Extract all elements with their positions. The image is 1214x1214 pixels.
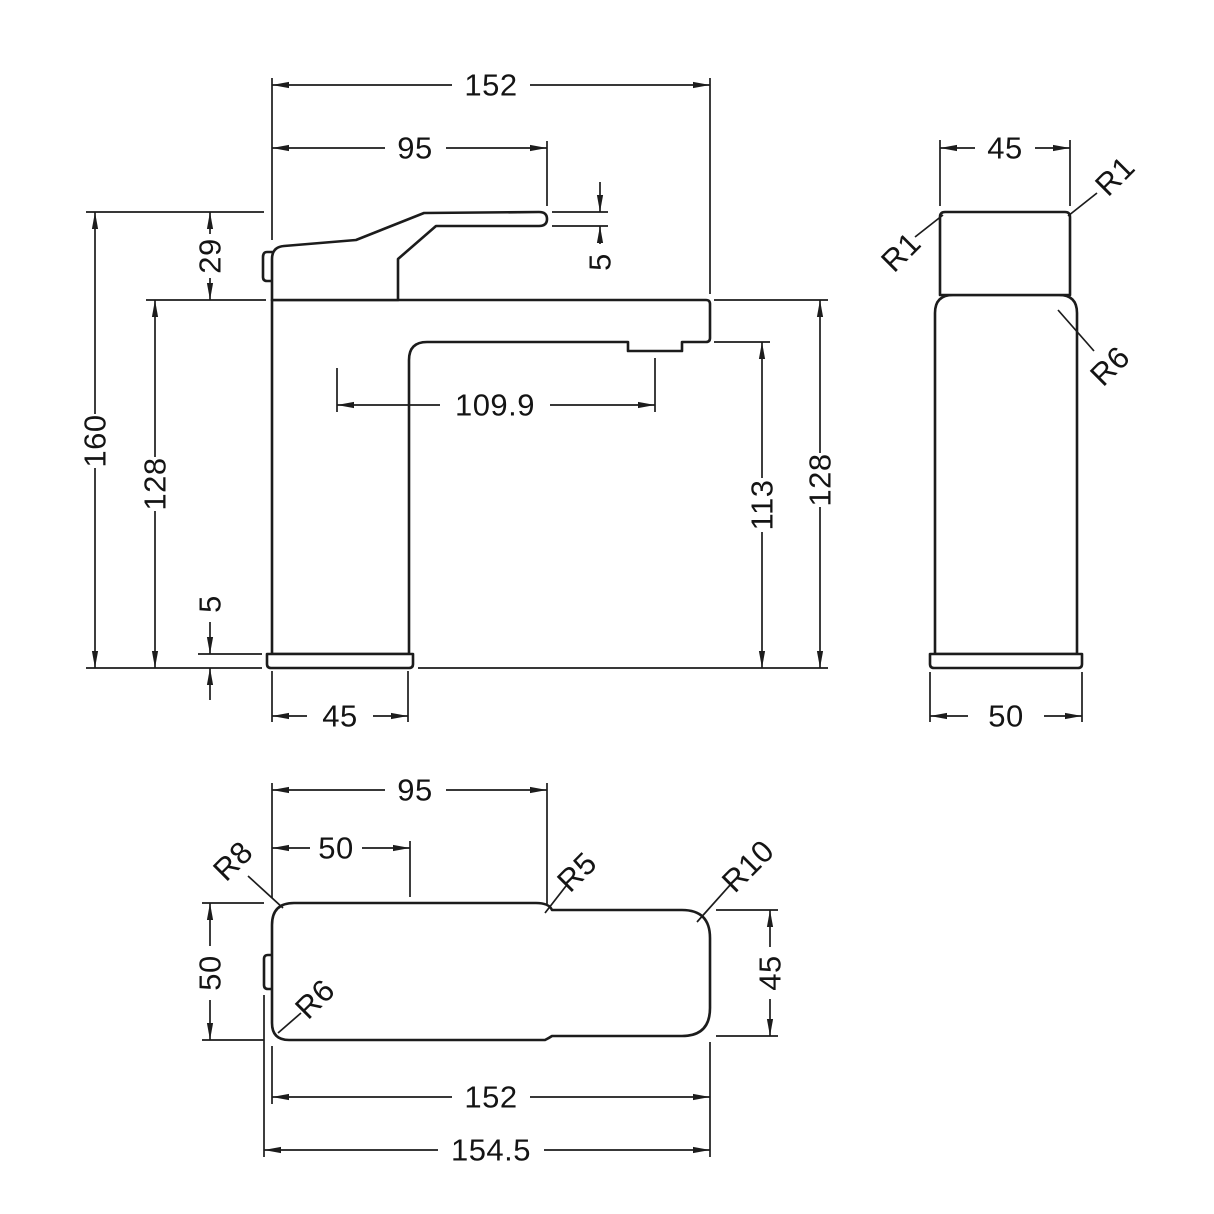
side-outline [928,210,1084,670]
dim-front-spout-reach: 109.9 [455,388,535,423]
side-handle-block [938,210,1072,297]
leader-line [544,885,567,914]
dim-front-handle-height: 29 [193,238,228,273]
front-base-plate [265,652,415,670]
dim-side-top-width: 45 [987,131,1022,166]
front-body-and-spout [270,298,712,656]
dim-plan-body-length: 152 [464,1080,517,1115]
dim-plan-overall-length: 154.5 [451,1133,531,1168]
plan-handle-pin [262,953,274,991]
dim-front-overall-height: 160 [78,414,113,467]
dim-side-base-width: 50 [988,699,1023,734]
side-body [933,293,1079,656]
front-dimensions: 152 95 29 5 160 128 109.9 113 12 [78,68,838,734]
dim-front-body-width: 45 [322,699,357,734]
leader-line [1057,309,1095,352]
radius-label-r1-right: R1 [1088,149,1141,202]
leader-line [247,875,284,909]
dim-front-spout-tip-thickness: 5 [583,253,618,271]
dim-plan-body-depth: 50 [193,955,228,990]
plan-view: 95 50 50 45 152 154.5 R8 R5 R10 R6 [193,773,788,1168]
dim-plan-spout-depth: 45 [753,955,788,990]
leader-line [277,1012,302,1034]
front-handle-pin [261,250,274,283]
plan-outline [262,901,712,1042]
dim-plan-handle-length: 95 [397,773,432,808]
dim-front-handle-length: 95 [397,131,432,166]
dim-front-overall-width: 152 [464,68,517,103]
dim-front-spout-height: 128 [803,453,838,506]
side-base-plate [928,652,1084,670]
side-view: 45 50 R1 R1 R6 [874,131,1141,734]
dim-front-base-thickness: 5 [193,595,228,613]
dim-plan-cartridge-offset: 50 [318,831,353,866]
dim-front-body-height: 128 [138,457,173,510]
leader-line [696,883,732,923]
radius-label-r10: R10 [715,833,781,899]
front-view: 152 95 29 5 160 128 109.9 113 12 [78,68,838,734]
dim-front-spout-clearance: 113 [745,480,780,531]
front-handle-lever [270,210,549,302]
plan-body-outline [270,901,712,1042]
front-outline [261,210,712,670]
leader-line [1067,192,1098,217]
radius-label-r5: R5 [550,845,603,898]
leader-line [914,214,944,238]
